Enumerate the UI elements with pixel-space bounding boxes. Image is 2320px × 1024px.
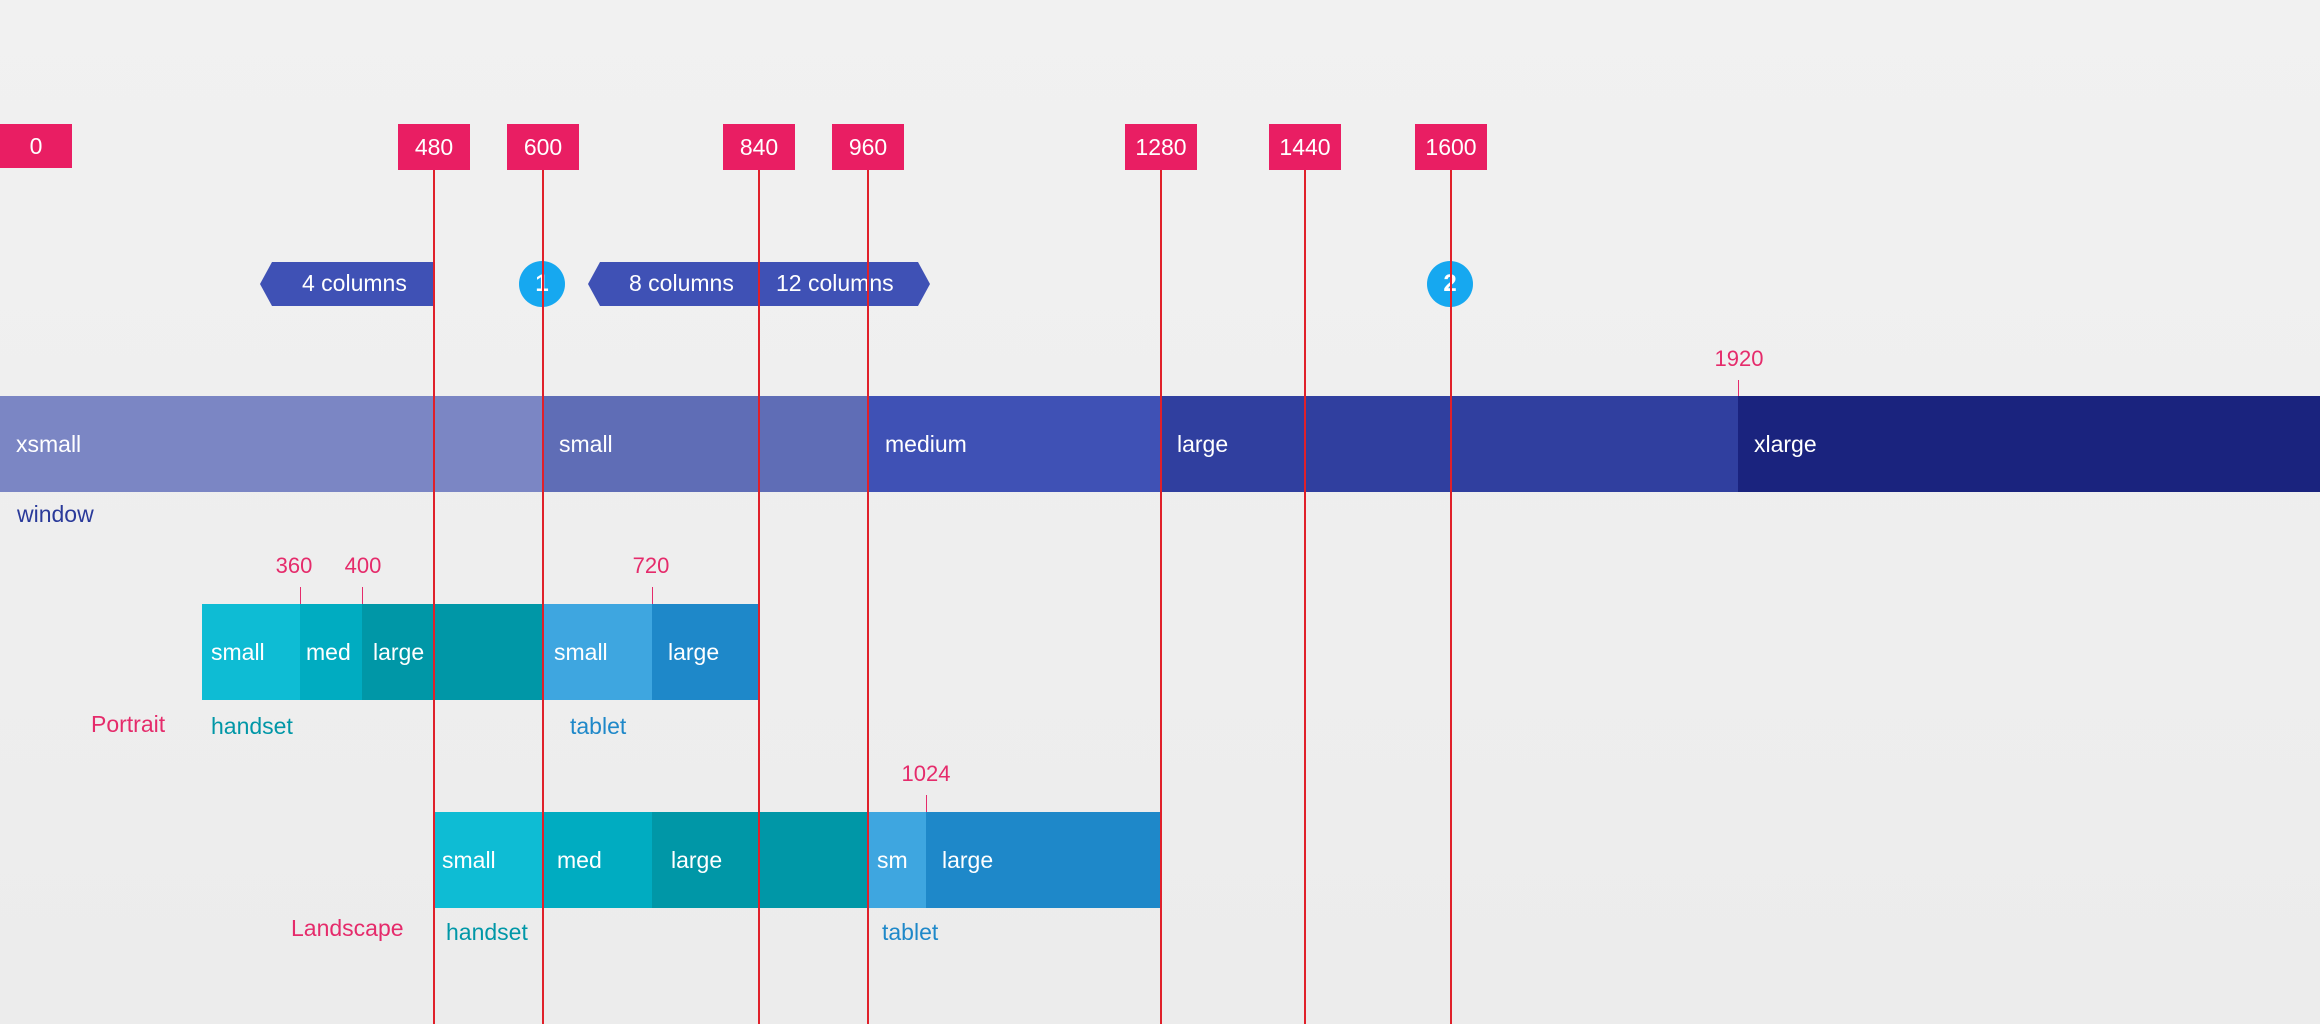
landscape-handset-small: small [433,812,543,908]
breakpoint-840: 840 [723,124,795,170]
portrait-handset-small: small [202,604,300,700]
marker-1920: 1920 [1714,346,1764,371]
portrait-label: Portrait [91,711,166,737]
landscape-handset-label: handset [446,919,528,945]
portrait-tablet-small: small [543,604,652,700]
columns-12-label: 12 columns [776,270,894,296]
columns-4-arrow [260,262,434,306]
marker-720: 720 [632,553,670,578]
breakpoint-line-480 [433,170,435,1024]
columns-4-label: 4 columns [302,270,407,296]
window-label: window [17,501,94,527]
marker-400: 400 [344,553,382,578]
landscape-handset-med: med [543,812,652,908]
breakpoint-600: 600 [507,124,579,170]
breakpoint-1600: 1600 [1415,124,1487,170]
marker-1920-tick [1738,380,1739,396]
breakpoint-line-1600 [1450,170,1452,1024]
breakpoint-960: 960 [832,124,904,170]
breakpoint-1280: 1280 [1125,124,1197,170]
marker-400-tick [362,587,363,604]
window-large: large [1161,396,1738,492]
marker-360-tick [300,587,301,604]
marker-1024: 1024 [901,761,951,786]
marker-360: 360 [275,553,313,578]
landscape-tablet-sm: sm [869,812,926,908]
breakpoint-line-1280 [1160,170,1162,1024]
portrait-handset-med: med [300,604,362,700]
marker-720-tick [652,587,653,604]
breakpoint-1440: 1440 [1269,124,1341,170]
breakpoint-line-960 [867,170,869,1024]
portrait-handset-label: handset [211,713,293,739]
window-xlarge: xlarge [1738,396,2320,492]
breakpoint-line-840 [758,170,760,1024]
landscape-tablet-label: tablet [882,919,939,945]
portrait-tablet-label: tablet [570,713,627,739]
window-small: small [543,396,869,492]
columns-8-label: 8 columns [629,270,734,296]
window-xsmall: xsmall [0,396,543,492]
portrait-handset-large: large [362,604,543,700]
breakpoint-line-600 [542,170,544,1024]
landscape-handset-large: large [652,812,869,908]
landscape-tablet-large: large [926,812,1161,908]
portrait-tablet-large: large [652,604,758,700]
breakpoint-0: 0 [0,124,72,168]
breakpoint-480: 480 [398,124,470,170]
landscape-label: Landscape [291,915,404,941]
breakpoint-line-1440 [1304,170,1306,1024]
marker-1024-tick [926,795,927,812]
window-medium: medium [869,396,1161,492]
